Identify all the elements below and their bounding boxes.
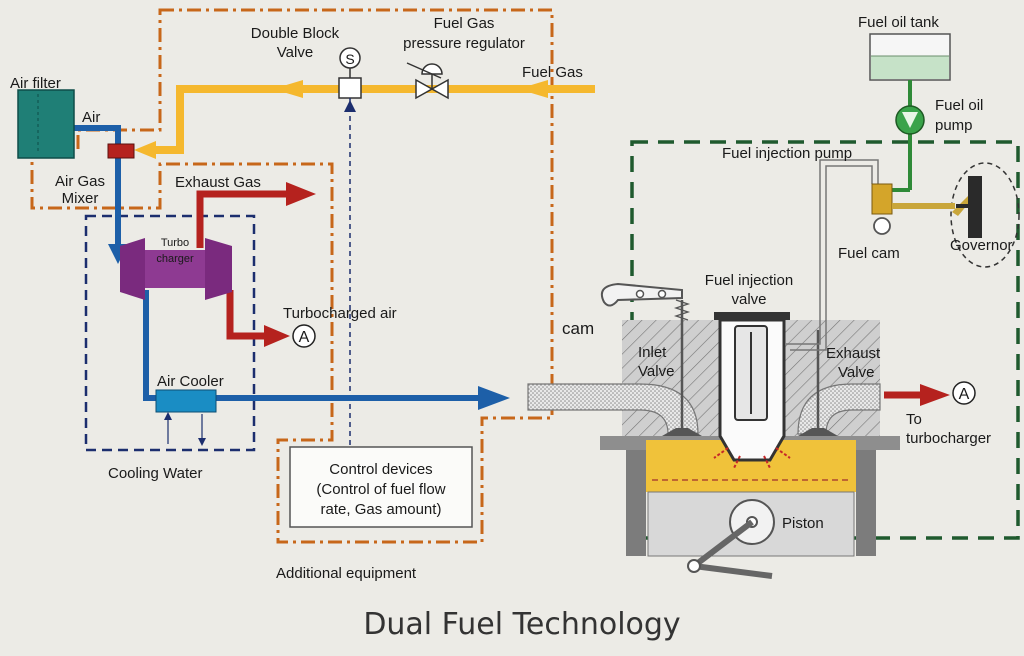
turbocharger-frame xyxy=(84,214,256,452)
air-gas-mixer-label-1: Air Gas xyxy=(55,173,105,190)
fuel-cam-label: Fuel cam xyxy=(838,245,900,262)
governor-frame xyxy=(950,162,1020,268)
control-devices-label-3: rate, Gas amount) xyxy=(321,501,442,518)
to-turbocharger-label-1: To xyxy=(906,411,922,428)
inlet-valve-label-2: Valve xyxy=(638,363,674,380)
cam-label: cam xyxy=(562,319,594,338)
control-signal-arrow xyxy=(344,100,356,112)
double-block-valve-label-1: Double Block xyxy=(251,25,340,42)
exhaust-gas-label: Exhaust Gas xyxy=(175,174,261,191)
to-turbocharger-label-2: turbocharger xyxy=(906,430,991,447)
fuel-injection-valve[interactable] xyxy=(713,159,879,469)
marker-a-exhaust: A xyxy=(952,381,976,405)
fuel-injection-pump[interactable] xyxy=(871,183,955,235)
cooling-water-label: Cooling Water xyxy=(108,465,202,482)
fuel-oil-tank-label: Fuel oil tank xyxy=(858,14,939,31)
air-filter[interactable] xyxy=(17,89,75,159)
inlet-air-passage xyxy=(527,383,699,435)
inlet-valve-label-1: Inlet xyxy=(638,344,667,361)
labels: Double Block Valve Fuel Gas pressure reg… xyxy=(10,14,1013,642)
governor[interactable] xyxy=(952,176,982,238)
air-line xyxy=(70,125,510,410)
svg-text:A: A xyxy=(959,386,970,403)
inlet-cam-rocker xyxy=(600,282,683,307)
fuel-gas-pressure-regulator[interactable] xyxy=(406,62,449,100)
fuel-gas-label: Fuel Gas xyxy=(522,64,583,81)
exhaust-valve-label-2: Valve xyxy=(838,364,874,381)
inlet-valve xyxy=(662,299,702,436)
double-block-valve-label-2: Valve xyxy=(277,44,313,61)
control-devices-box[interactable] xyxy=(289,446,473,528)
svg-text:A: A xyxy=(299,329,310,346)
air-cooler[interactable] xyxy=(155,389,217,446)
fuel-injection-pump-label: Fuel injection pump xyxy=(722,145,852,162)
fuel-oil-tank[interactable] xyxy=(869,33,951,81)
solenoid-marker: S xyxy=(345,51,354,67)
marker-a-turbo: A xyxy=(292,324,316,348)
fuel-oil-pump-label-1: Fuel oil xyxy=(935,97,983,114)
additional-equipment-frame xyxy=(30,8,554,544)
air-filter-label: Air filter xyxy=(10,75,61,92)
additional-equipment-label: Additional equipment xyxy=(276,565,417,582)
exhaust-valve-label-1: Exhaust xyxy=(826,345,881,362)
fuel-oil-pump-label-2: pump xyxy=(935,117,973,134)
fuel-gas-line xyxy=(134,80,595,159)
control-devices-label-2: (Control of fuel flow xyxy=(316,481,445,498)
control-devices-label-1: Control devices xyxy=(329,461,432,478)
fuel-injection-valve-label-2: valve xyxy=(731,291,766,308)
fuel-gas-regulator-label-2: pressure regulator xyxy=(403,35,525,52)
exhaust-line xyxy=(196,182,950,406)
turbocharger[interactable] xyxy=(120,238,232,300)
diagram-title: Dual Fuel Technology xyxy=(363,607,680,642)
double-block-valve[interactable]: S xyxy=(338,47,362,99)
turbocharged-air-label: Turbocharged air xyxy=(283,305,397,322)
governor-label: Governor xyxy=(950,237,1013,254)
exhaust-valve xyxy=(798,330,838,436)
air-gas-mixer[interactable] xyxy=(107,143,135,159)
piston-label: Piston xyxy=(782,515,824,532)
fuel-gas-regulator-label-1: Fuel Gas xyxy=(434,15,495,32)
air-cooler-label: Air Cooler xyxy=(157,373,224,390)
turbocharger-label-2: charger xyxy=(156,253,194,265)
air-label: Air xyxy=(82,109,100,126)
fuel-injection-valve-label-1: Fuel injection xyxy=(705,272,793,289)
turbocharger-label-1: Turbo xyxy=(161,237,189,249)
air-gas-mixer-label-2: Mixer xyxy=(62,190,99,207)
fuel-oil-pump[interactable] xyxy=(895,105,925,135)
